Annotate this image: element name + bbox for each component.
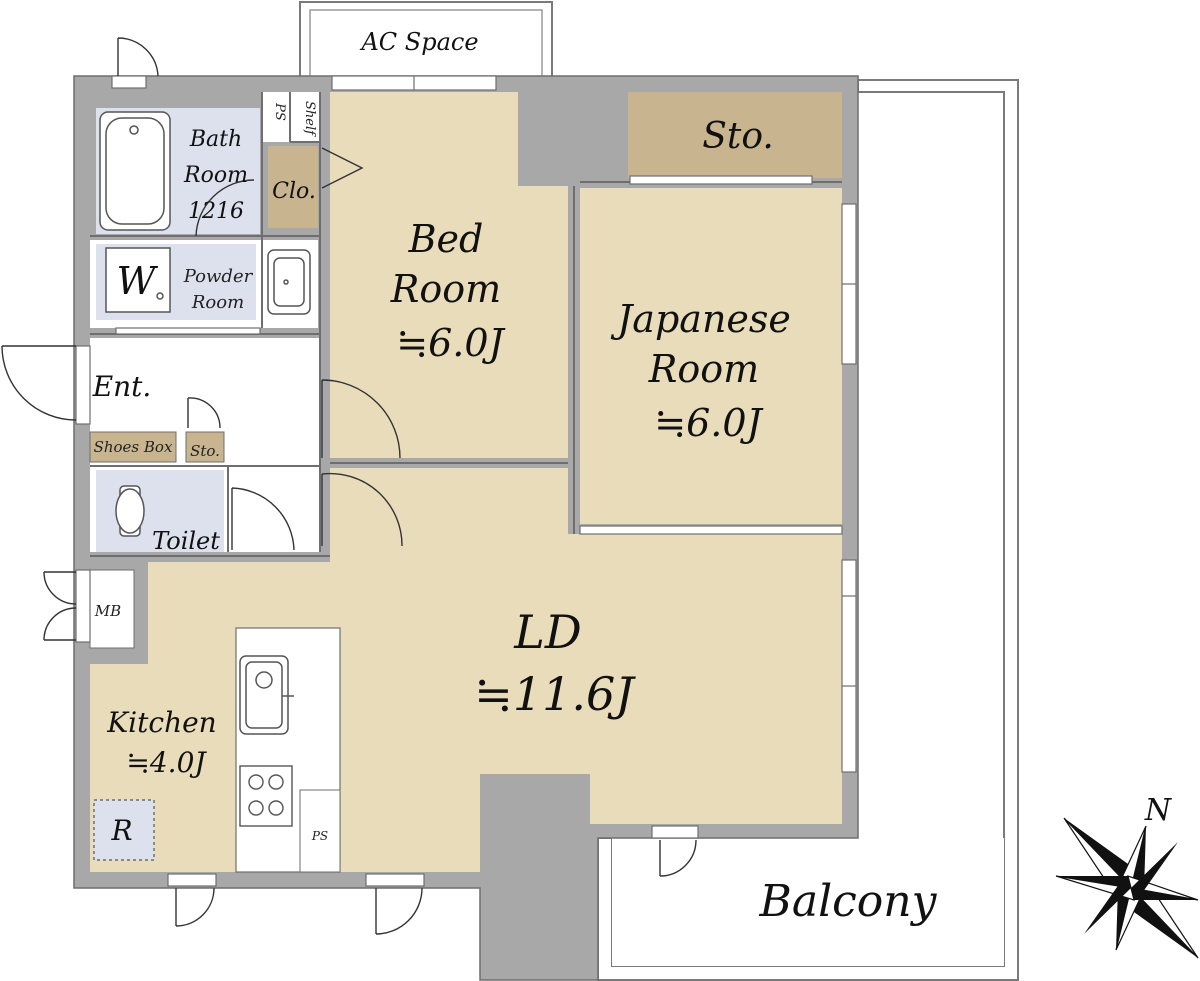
bedroom-label-2: Room bbox=[390, 267, 501, 311]
toilet-door bbox=[231, 487, 295, 551]
powder-room-label-1: Powder bbox=[183, 266, 254, 287]
storage-top-label: Sto. bbox=[702, 116, 774, 157]
mb-door-2 bbox=[43, 607, 77, 641]
bath-door bbox=[195, 179, 255, 237]
mb-door-1 bbox=[43, 571, 77, 605]
ld-size: ≒11.6J bbox=[474, 667, 636, 721]
toilet-icon bbox=[115, 485, 145, 537]
toilet-label: Toilet bbox=[152, 527, 220, 555]
washing-machine-icon bbox=[105, 247, 171, 313]
ac-space-area bbox=[299, 1, 553, 79]
small-storage-label: Sto. bbox=[190, 442, 220, 460]
bath-label-2: Room bbox=[183, 163, 248, 188]
stove-icon bbox=[239, 765, 293, 827]
shelf-label: Shelf bbox=[302, 101, 317, 137]
sto-door bbox=[187, 397, 221, 429]
bedroom-label-1: Bed bbox=[408, 217, 484, 261]
bedroom-size: ≒6.0J bbox=[396, 321, 505, 365]
balcony-label: Balcony bbox=[759, 876, 938, 927]
kitchen-door-1 bbox=[175, 887, 215, 927]
japanese-room-label-2: Room bbox=[648, 347, 759, 391]
door-swings bbox=[1, 37, 697, 935]
japanese-room-label-1: Japanese bbox=[610, 297, 791, 341]
top-left-exterior-door bbox=[117, 37, 159, 77]
windows bbox=[75, 75, 857, 887]
entrance-door bbox=[1, 345, 77, 421]
bath-label-3: 1216 bbox=[188, 199, 244, 224]
refrigerator-space bbox=[93, 799, 155, 861]
kitchen-label: Kitchen bbox=[106, 706, 216, 739]
mb-label: MB bbox=[94, 602, 121, 620]
ps-top-label: PS bbox=[272, 102, 287, 121]
refrigerator-label: R bbox=[110, 814, 132, 847]
kitchen-ps-label: PS bbox=[311, 829, 328, 843]
kitchen-size: ≒4.0J bbox=[126, 746, 207, 779]
sink-icon bbox=[239, 655, 294, 735]
washer-label: W bbox=[116, 259, 158, 303]
closet-door bbox=[321, 147, 364, 189]
bedroom-door bbox=[321, 379, 401, 459]
powder-room-label-2: Room bbox=[191, 292, 244, 313]
shoes-box-label: Shoes Box bbox=[94, 438, 173, 456]
ld-label: LD bbox=[513, 605, 581, 659]
entrance-label: Ent. bbox=[92, 370, 152, 403]
washbasin-icon bbox=[267, 249, 311, 315]
balcony-area bbox=[597, 79, 1019, 981]
ac-space-label: AC Space bbox=[359, 28, 478, 56]
interior-partitions bbox=[90, 92, 842, 557]
balcony-door bbox=[659, 839, 697, 877]
closet-label: Clo. bbox=[272, 179, 316, 204]
compass-north-label: N bbox=[1144, 793, 1173, 828]
ld-door bbox=[321, 472, 403, 547]
kitchen-door-2 bbox=[375, 887, 423, 935]
japanese-room-size: ≒6.0J bbox=[654, 401, 763, 445]
compass-rose-icon bbox=[1055, 817, 1199, 959]
bathtub-icon bbox=[99, 111, 171, 231]
bath-label-1: Bath bbox=[189, 127, 242, 152]
